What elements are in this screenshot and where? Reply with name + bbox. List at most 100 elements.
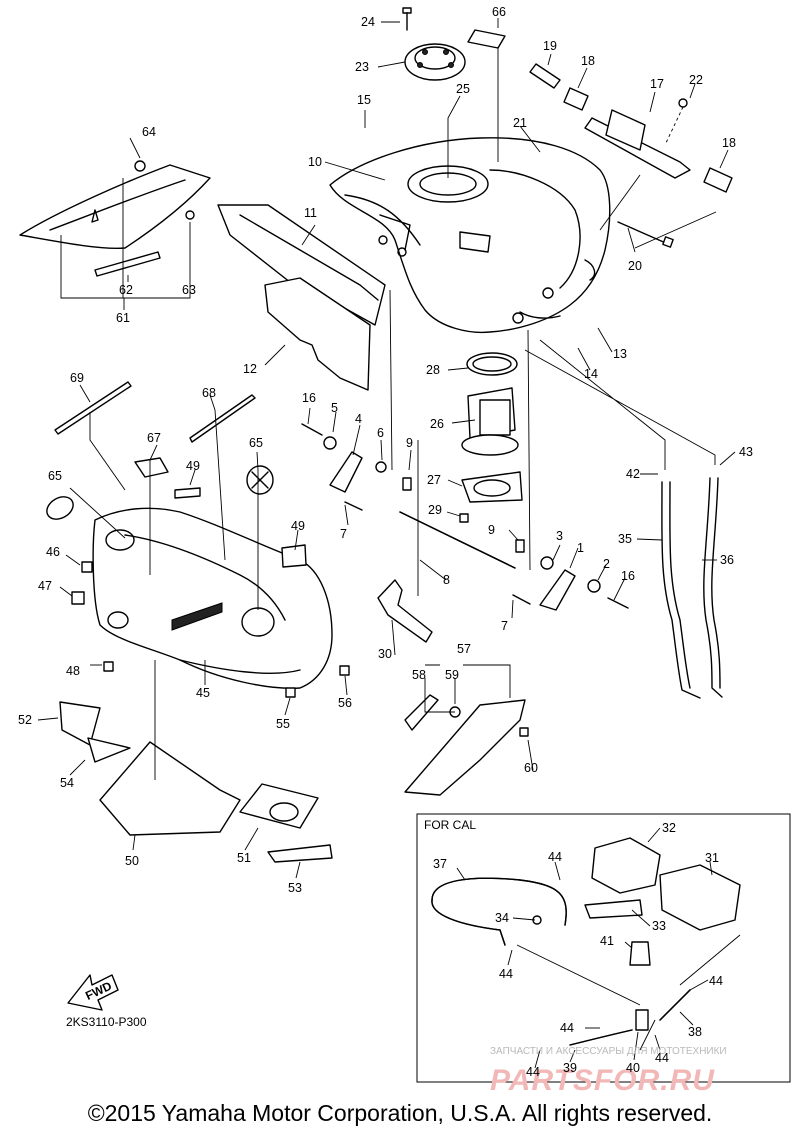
callout-49a: 49 <box>186 459 200 473</box>
callout-46: 46 <box>46 545 60 559</box>
callout-61: 61 <box>116 311 130 325</box>
callout-4: 4 <box>355 412 362 426</box>
callout-3: 3 <box>556 529 563 543</box>
callout-6: 6 <box>377 426 384 440</box>
for-cal-leaders <box>456 827 713 1069</box>
watermark-tagline: ЗАПЧАСТИ И АКСЕССУАРЫ ДЛЯ МОТОТЕХНИКИ <box>490 1046 727 1057</box>
callout-34: 34 <box>495 911 509 925</box>
side-cover-left-drawing <box>19 160 211 277</box>
bolt-20 <box>617 221 669 245</box>
callout-2: 2 <box>603 557 610 571</box>
callout-37: 37 <box>433 857 447 871</box>
callout-20: 20 <box>628 259 642 273</box>
watermark-brand: PARTSFOR.RU <box>490 1064 715 1097</box>
fuel-cap-drawing <box>402 7 466 81</box>
callout-9b: 9 <box>488 523 495 537</box>
side-cover-right-drawing <box>404 694 529 796</box>
callout-44f: 44 <box>526 1065 540 1079</box>
fwd-arrow-icon: FWD <box>67 974 119 1011</box>
callout-33: 33 <box>652 919 666 933</box>
callout-8: 8 <box>443 573 450 587</box>
callout-43: 43 <box>739 445 753 459</box>
callout-22: 22 <box>689 73 703 87</box>
callout-21: 21 <box>513 116 527 130</box>
callout-24: 24 <box>361 15 375 29</box>
inset-title: FOR CAL <box>424 818 477 832</box>
tank-label-sticker <box>467 29 506 49</box>
callout-47: 47 <box>38 579 52 593</box>
callout-44b: 44 <box>499 967 513 981</box>
callout-67: 67 <box>147 431 161 445</box>
callout-57: 57 <box>457 642 471 656</box>
emblems-drawing <box>46 381 307 568</box>
callout-18a: 18 <box>581 54 595 68</box>
lower-covers-drawing <box>59 701 333 863</box>
fuel-line-drawing <box>301 423 629 643</box>
callout-59: 59 <box>445 668 459 682</box>
callout-44c: 44 <box>709 974 723 988</box>
callout-62: 62 <box>119 283 133 297</box>
callout-9a: 9 <box>406 436 413 450</box>
callout-29: 29 <box>428 503 442 517</box>
callout-65a: 65 <box>249 436 263 450</box>
callout-10: 10 <box>308 155 322 169</box>
copyright-notice: ©2015 Yamaha Motor Corporation, U.S.A. A… <box>87 1100 713 1126</box>
callout-60: 60 <box>524 761 538 775</box>
callout-30: 30 <box>378 647 392 661</box>
callout-16a: 16 <box>302 391 316 405</box>
callout-11: 11 <box>304 206 317 220</box>
callout-7b: 7 <box>501 619 508 633</box>
callout-19: 19 <box>543 39 557 53</box>
callout-28: 28 <box>426 363 440 377</box>
callout-36: 36 <box>720 553 734 567</box>
callout-1: 1 <box>577 541 584 555</box>
callout-68: 68 <box>202 386 216 400</box>
callout-54: 54 <box>60 776 74 790</box>
callout-15: 15 <box>357 93 371 107</box>
callout-40: 40 <box>626 1061 640 1075</box>
callout-23: 23 <box>355 60 369 74</box>
callout-17: 17 <box>650 77 664 91</box>
callout-52: 52 <box>18 713 32 727</box>
callout-51: 51 <box>237 851 251 865</box>
callout-31: 31 <box>705 851 719 865</box>
callout-69: 69 <box>70 371 84 385</box>
callout-26: 26 <box>430 417 444 431</box>
callout-45: 45 <box>196 686 210 700</box>
callout-50: 50 <box>125 854 139 868</box>
callout-65b: 65 <box>48 469 62 483</box>
callout-32: 32 <box>662 821 676 835</box>
tank-cover-drawing <box>92 507 333 689</box>
callout-58: 58 <box>412 668 426 682</box>
callout-13: 13 <box>613 347 627 361</box>
callout-numbers: 24 66 19 23 18 17 22 25 15 21 18 64 10 1… <box>18 5 753 1079</box>
callout-7a: 7 <box>340 527 347 541</box>
callout-18b: 18 <box>722 136 736 150</box>
callout-63: 63 <box>182 283 196 297</box>
callout-66: 66 <box>492 5 506 19</box>
callout-5: 5 <box>331 401 338 415</box>
callout-14: 14 <box>584 367 598 381</box>
breather-hoses-drawing <box>524 339 723 699</box>
callout-38: 38 <box>688 1025 702 1039</box>
callout-16b: 16 <box>621 569 635 583</box>
callout-12: 12 <box>243 362 257 376</box>
callout-48: 48 <box>66 664 80 678</box>
callout-35: 35 <box>618 532 632 546</box>
callout-44e: 44 <box>655 1051 669 1065</box>
callout-64: 64 <box>142 125 156 139</box>
canister-bracket-drawing <box>529 63 733 193</box>
callout-44a: 44 <box>548 850 562 864</box>
fuel-pump-drawing <box>459 352 523 523</box>
callout-27: 27 <box>427 473 441 487</box>
callout-25: 25 <box>456 82 470 96</box>
fuel-tank-drawing <box>329 137 611 334</box>
callout-42: 42 <box>626 467 640 481</box>
tank-seal-and-pad-drawing <box>217 204 386 391</box>
callout-53: 53 <box>288 881 302 895</box>
for-cal-parts-drawing <box>431 837 741 1051</box>
diagram-code: 2KS3110-P300 <box>66 1015 147 1029</box>
small-fasteners <box>71 561 350 698</box>
callout-39: 39 <box>563 1061 577 1075</box>
